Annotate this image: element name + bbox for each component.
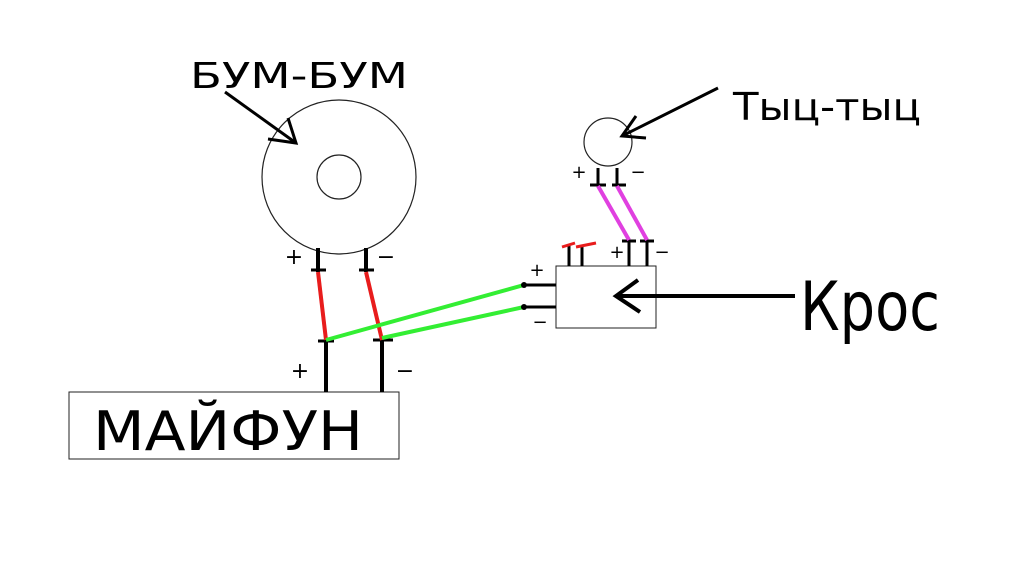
wire-magenta-minus bbox=[615, 185, 649, 241]
tweeter-speaker bbox=[583, 117, 633, 187]
wire-red-plus bbox=[316, 271, 328, 341]
tweeter-circle bbox=[583, 117, 633, 167]
crossover-inner-arrow-head bbox=[612, 278, 642, 314]
tweeter-label: Тыц-тыц bbox=[732, 85, 921, 129]
tweeter-plus-sign: + bbox=[571, 162, 586, 183]
wire-green-plus bbox=[325, 283, 525, 342]
woofer-speaker bbox=[261, 99, 417, 272]
crossover-label: Крос bbox=[800, 268, 940, 347]
woofer-minus-sign: − bbox=[377, 245, 395, 270]
woofer-inner-circle bbox=[316, 154, 362, 200]
wire-magenta-plus bbox=[596, 185, 631, 241]
woofer-label: БУМ-БУМ bbox=[190, 56, 408, 97]
woofer-plus-sign: + bbox=[285, 245, 303, 270]
crossover-in-minus-sign: − bbox=[532, 312, 547, 333]
wire-green-minus-end bbox=[521, 304, 527, 310]
crossover-out-plus-sign: + bbox=[609, 242, 624, 263]
tweeter-minus-sign: − bbox=[630, 162, 645, 183]
phone-box bbox=[68, 338, 400, 460]
crossover-stub-2-tip bbox=[575, 241, 597, 249]
crossover-in-plus-sign: + bbox=[529, 260, 544, 281]
tweeter-label-arrow bbox=[619, 86, 719, 140]
phone-label: МАЙФУН bbox=[93, 400, 363, 463]
crossover-stub-1-tip bbox=[561, 241, 576, 249]
woofer-outer-circle bbox=[261, 99, 417, 255]
phone-rect bbox=[68, 391, 400, 460]
woofer-label-arrow bbox=[224, 90, 299, 145]
crossover-out-minus-sign: − bbox=[654, 242, 669, 263]
wire-green-plus-end bbox=[521, 282, 527, 288]
wires bbox=[316, 185, 649, 342]
phone-plus-sign: + bbox=[291, 359, 309, 384]
wire-red-minus bbox=[364, 271, 384, 341]
phone-minus-sign: − bbox=[396, 359, 414, 384]
wire-green-minus bbox=[381, 305, 525, 340]
